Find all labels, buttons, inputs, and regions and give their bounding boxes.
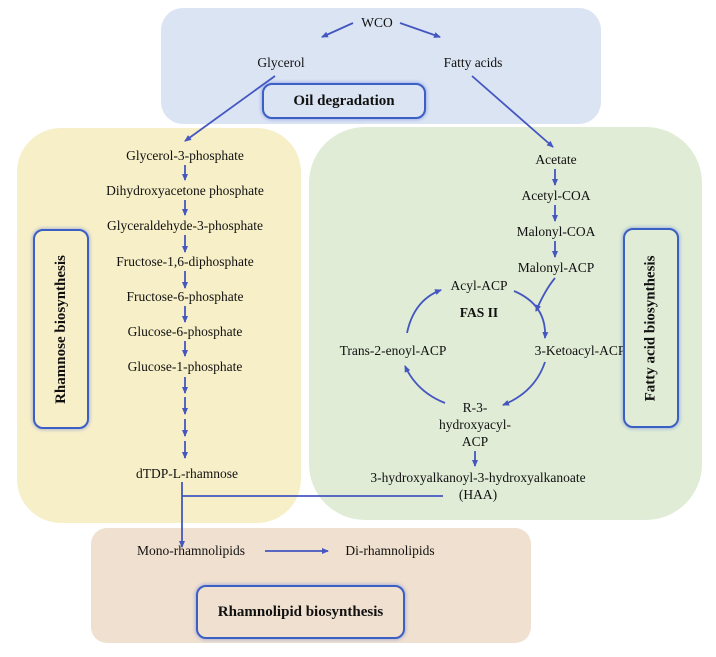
node-dihydroxyacetone-phosphate: Dihydroxyacetone phosphate <box>106 183 264 198</box>
arrow-malonylacp-cycle <box>535 277 556 312</box>
cycle-arc-hydroxy-enoyl <box>404 365 446 404</box>
node-haa-line1: 3-hydroxyalkanoyl-3-hydroxyalkanoate <box>370 470 586 485</box>
node-glucose-1-phosphate: Glucose-1-phosphate <box>127 359 243 374</box>
cycle-arc-keto-hydroxy <box>502 361 546 406</box>
node-malonyl-coa: Malonyl-COA <box>516 224 596 239</box>
node-haa-line2: (HAA) <box>458 487 498 502</box>
fatty-acid-biosynthesis-tag: Fatty acid biosynthesis <box>623 228 679 428</box>
cycle-arc-acyl-keto <box>513 290 549 339</box>
node-fatty-acids: Fatty acids <box>443 55 503 70</box>
node-acetyl-coa: Acetyl-COA <box>521 188 591 203</box>
node-glycerol: Glycerol <box>257 55 305 70</box>
node-glyceraldehyde-3-phosphate: Glyceraldehyde-3-phosphate <box>107 218 263 233</box>
node-fructose-6-phosphate: Fructose-6-phosphate <box>126 289 244 304</box>
arrow-fattyacids-acetate <box>471 75 554 148</box>
rhamnolipid-biosynthesis-tag: Rhamnolipid biosynthesis <box>196 585 405 639</box>
oil-degradation-title: Oil degradation <box>293 92 395 109</box>
node-fructose-1-6-diphosphate: Fructose-1,6-diphosphate <box>116 254 254 269</box>
node-acetate: Acetate <box>535 152 577 167</box>
node-wco: WCO <box>361 15 393 30</box>
arrow-wco-fatty-acids <box>399 22 441 38</box>
fatty-acid-biosynthesis-title: Fatty acid biosynthesis <box>642 255 659 401</box>
node-r-3-hydroxyacyl-acp-line1: R-3- <box>462 400 488 415</box>
node-malonyl-acp: Malonyl-ACP <box>517 260 595 275</box>
arrow-wco-glycerol <box>321 22 354 38</box>
node-glycerol-3-phosphate: Glycerol-3-phosphate <box>126 148 244 163</box>
arrow-glycerol-g3p <box>184 75 276 142</box>
node-glucose-6-phosphate: Glucose-6-phosphate <box>127 324 243 339</box>
cycle-label-fas-ii: FAS II <box>459 305 499 320</box>
rhamnolipid-biosynthesis-title: Rhamnolipid biosynthesis <box>217 603 384 620</box>
rhamnose-biosynthesis-title: Rhamnose biosynthesis <box>52 254 69 404</box>
node-r-3-hydroxyacyl-acp-line2: hydroxyacyl- <box>439 417 511 432</box>
cycle-arc-enoyl-acyl <box>406 289 442 334</box>
node-acyl-acp: Acyl-ACP <box>450 278 508 293</box>
node-mono-rhamnolipids: Mono-rhamnolipids <box>137 543 245 558</box>
oil-degradation-tag: Oil degradation <box>262 83 426 119</box>
node-dtdp-l-rhamnose: dTDP-L-rhamnose <box>136 466 238 481</box>
rhamnose-biosynthesis-tag: Rhamnose biosynthesis <box>33 229 89 429</box>
node-r-3-hydroxyacyl-acp-line3: ACP <box>461 434 489 449</box>
node-di-rhamnolipids: Di-rhamnolipids <box>345 543 435 558</box>
node-3-ketoacyl-acp: 3-Ketoacyl-ACP <box>534 343 626 358</box>
node-trans-2-enoyl-acp: Trans-2-enoyl-ACP <box>339 343 447 358</box>
